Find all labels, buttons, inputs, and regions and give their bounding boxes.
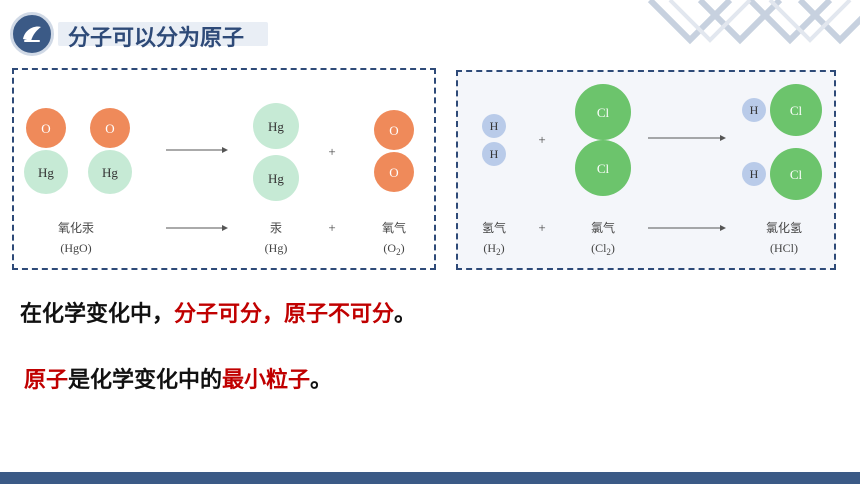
reaction-arrowhead bbox=[222, 147, 228, 153]
reactant2-formula: (Cl2) bbox=[591, 241, 615, 257]
statement-text: 。 bbox=[394, 302, 417, 327]
mercury-atom bbox=[24, 150, 68, 194]
logo-icon bbox=[10, 12, 54, 56]
decorative-pattern bbox=[640, 0, 860, 58]
label-arrowhead bbox=[222, 225, 228, 231]
oxygen-atom bbox=[90, 108, 130, 148]
mercury-oxide-diagram: O Hg O Hg Hg Hg + O O 氧化汞 (HgO) 汞 (Hg) +… bbox=[12, 68, 436, 270]
oxygen-atom-label: O bbox=[389, 165, 398, 180]
chlorine-atom bbox=[575, 84, 631, 140]
formula-part: ) bbox=[501, 241, 505, 255]
formula-part: ) bbox=[611, 241, 615, 255]
oxygen-atom bbox=[374, 152, 414, 192]
hydrogen-atom-label: H bbox=[750, 167, 759, 181]
formula-part: (O bbox=[383, 241, 396, 255]
chlorine-atom-label: Cl bbox=[597, 105, 610, 120]
oxygen-atom bbox=[26, 108, 66, 148]
chlorine-atom-label: Cl bbox=[790, 103, 803, 118]
oxygen-atom bbox=[374, 110, 414, 150]
reactant-name: 氧化汞 bbox=[58, 221, 94, 235]
mercury-atom bbox=[88, 150, 132, 194]
chlorine-atom bbox=[575, 140, 631, 196]
reaction-arrowhead bbox=[720, 135, 726, 141]
oxygen-atom-label: O bbox=[389, 123, 398, 138]
chlorine-atom-label: Cl bbox=[597, 161, 610, 176]
mercury-atom-label: Hg bbox=[102, 165, 118, 180]
formula-part: (Cl bbox=[591, 241, 607, 255]
statement-highlight: 原子 bbox=[24, 368, 69, 393]
chlorine-atom-label: Cl bbox=[790, 167, 803, 182]
hydrogen-atom-label: H bbox=[750, 103, 759, 117]
product2-name: 氧气 bbox=[382, 220, 406, 235]
mercury-atom-label: Hg bbox=[268, 171, 284, 186]
label-arrowhead bbox=[720, 225, 726, 231]
formula-subscript: 2 bbox=[606, 247, 611, 257]
hydrogen-atom bbox=[742, 98, 766, 122]
footer-bar bbox=[0, 472, 860, 484]
formula-subscript: 2 bbox=[496, 247, 501, 257]
reactant1-name: 氢气 bbox=[482, 220, 506, 235]
hydrogen-atom bbox=[482, 114, 506, 138]
mercury-atom-label: Hg bbox=[268, 119, 284, 134]
reactant1-formula: (H2) bbox=[483, 241, 504, 257]
statement-line-1: 在化学变化中，分子可分，原子不可分。 bbox=[20, 296, 416, 328]
chlorine-atom bbox=[770, 84, 822, 136]
header-title-background bbox=[58, 22, 268, 46]
plus-sign: + bbox=[328, 220, 335, 235]
reactant-formula: (HgO) bbox=[60, 241, 91, 255]
product-formula: (HCl) bbox=[770, 241, 798, 255]
chlorine-atom bbox=[770, 148, 822, 200]
formula-part: (H bbox=[483, 241, 496, 255]
statement-line-2: 原子是化学变化中的最小粒子。 bbox=[24, 362, 332, 394]
statement-text: 是化学变化中的 bbox=[68, 368, 223, 393]
plus-sign: + bbox=[328, 144, 335, 159]
statement-highlight: 分子可分，原子不可分 bbox=[174, 302, 395, 327]
product2-formula: (O2) bbox=[383, 241, 404, 257]
mercury-atom-label: Hg bbox=[38, 165, 54, 180]
product1-formula: (Hg) bbox=[265, 241, 288, 255]
hydrogen-atom bbox=[482, 142, 506, 166]
plus-sign: + bbox=[538, 220, 545, 235]
mercury-oxide-svg: O Hg O Hg Hg Hg + O O 氧化汞 (HgO) 汞 (Hg) +… bbox=[24, 103, 414, 257]
page-title: 分子可以分为原子 bbox=[68, 26, 245, 51]
hydrogen-atom-label: H bbox=[490, 147, 499, 161]
plus-sign: + bbox=[538, 132, 545, 147]
mercury-atom bbox=[253, 103, 299, 149]
product1-name: 汞 bbox=[270, 221, 282, 235]
statement-text: 在化学变化中， bbox=[20, 302, 175, 327]
statement-text: 。 bbox=[310, 368, 333, 393]
statement-highlight: 最小粒子 bbox=[222, 368, 311, 393]
reactant2-name: 氯气 bbox=[591, 220, 615, 235]
mercury-atom bbox=[253, 155, 299, 201]
product-name: 氯化氢 bbox=[766, 220, 802, 235]
hydrogen-atom-label: H bbox=[490, 119, 499, 133]
formula-subscript: 2 bbox=[396, 247, 401, 257]
oxygen-atom-label: O bbox=[41, 121, 50, 136]
oxygen-atom-label: O bbox=[105, 121, 114, 136]
hydrogen-chloride-diagram: H H + Cl Cl H Cl H Cl 氢气 (H2) + 氯气 (Cl2)… bbox=[456, 70, 836, 270]
formula-part: ) bbox=[401, 241, 405, 255]
hydrogen-chloride-svg: H H + Cl Cl H Cl H Cl 氢气 (H2) + 氯气 (Cl2)… bbox=[482, 84, 822, 257]
hydrogen-atom bbox=[742, 162, 766, 186]
